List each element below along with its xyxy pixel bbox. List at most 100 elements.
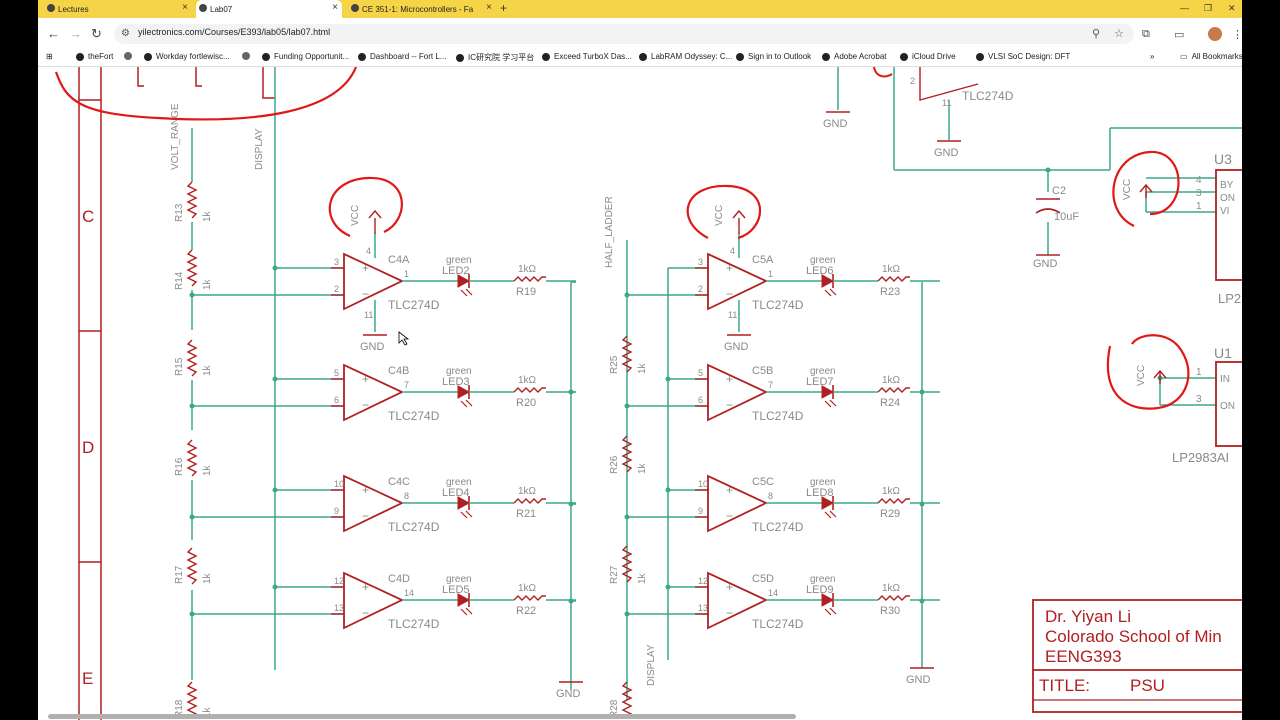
tab-lectures[interactable]: Lectures ×: [44, 0, 192, 18]
minus-sign: −: [726, 398, 733, 412]
resistor-value: 1kΩ: [882, 583, 901, 594]
forward-button[interactable]: →: [69, 26, 82, 41]
led-symbol: [457, 593, 471, 607]
back-button[interactable]: ←: [47, 26, 60, 41]
plus-sign: +: [726, 372, 733, 386]
annotation-circle: [1112, 150, 1180, 227]
bookmark-item[interactable]: theFort: [76, 52, 113, 61]
plus-sign: +: [362, 372, 369, 386]
resistor-symbol: [877, 276, 910, 282]
url-text[interactable]: yilectronics.com/Courses/E393/lab05/lab0…: [138, 27, 331, 37]
bookmark-item[interactable]: Adobe Acrobat: [822, 52, 886, 61]
resistor-label: R15: [174, 357, 185, 376]
reload-button[interactable]: ↻: [91, 26, 102, 41]
opamp-symbol: [343, 252, 405, 311]
bookmark-star-icon[interactable]: ☆: [1114, 28, 1124, 40]
regulator-u3: U3 4 3 1 BY ON VI LP2 VCC: [1112, 150, 1242, 306]
led-ray: [465, 607, 473, 615]
schematic-canvas[interactable]: C D E: [38, 67, 1242, 720]
led-color: green: [810, 255, 836, 266]
led-ray: [829, 510, 837, 518]
resistor-symbol: [513, 498, 546, 504]
maximize-button[interactable]: ❐: [1204, 3, 1213, 13]
media-icon[interactable]: ▭: [1174, 29, 1185, 41]
minimize-button[interactable]: —: [1180, 3, 1189, 13]
resistor-r15: [186, 339, 198, 377]
menu-icon[interactable]: ⋮: [1232, 29, 1242, 41]
all-bookmarks[interactable]: ▭All Bookmarks: [1180, 52, 1242, 61]
annotation-circle: [328, 176, 403, 238]
new-tab-button[interactable]: +: [500, 1, 508, 15]
resistor-value: 1k: [202, 364, 213, 376]
bookmark-item[interactable]: Funding Opportunit...: [262, 52, 349, 61]
resistor-r16: [186, 439, 198, 477]
led-label: LED9: [806, 584, 834, 596]
close-icon[interactable]: ×: [182, 2, 188, 13]
led-symbol: [821, 274, 835, 288]
svg-text:VCC: VCC: [1122, 179, 1133, 200]
opamp-part: TLC274D: [388, 617, 440, 631]
title-block-school: Colorado School of Min: [1045, 627, 1222, 646]
pin-number: 2: [698, 284, 703, 294]
bookmark-item[interactable]: [124, 52, 136, 60]
tab-lab07[interactable]: Lab07 ×: [196, 0, 342, 18]
resistor-value: 1kΩ: [518, 264, 537, 275]
minus-sign: −: [362, 606, 369, 620]
zone-label-e: E: [82, 669, 93, 688]
bookmark-item[interactable]: VLSI SoC Design: DFT: [976, 52, 1070, 61]
opamp-label: C5C: [752, 476, 774, 488]
plus-sign: +: [362, 483, 369, 497]
resistor-value: 1kΩ: [518, 583, 537, 594]
left-wires: [191, 67, 1242, 700]
extensions-icon[interactable]: ⧉: [1142, 28, 1150, 40]
annotation-curve: [54, 67, 358, 121]
minus-sign: −: [362, 398, 369, 412]
minus-sign: −: [726, 287, 733, 301]
address-bar[interactable]: ⚙ yilectronics.com/Courses/E393/lab05/la…: [114, 24, 1134, 44]
close-window-button[interactable]: ✕: [1228, 3, 1236, 13]
bookmark-item[interactable]: Exceed TurboX Das...: [542, 52, 632, 61]
browser-window: Lectures × Lab07 × CE 351-1: Microcontro…: [38, 0, 1242, 720]
chevron-right-icon[interactable]: »: [1150, 52, 1155, 61]
led-ray: [829, 288, 837, 296]
bookmark-item[interactable]: Sign in to Outlook: [736, 52, 811, 61]
led-label: LED6: [806, 265, 834, 277]
svg-text:IN: IN: [1220, 374, 1230, 385]
bookmark-item[interactable]: IC研究院 学习平台: [456, 52, 534, 63]
bookmark-item[interactable]: iCloud Drive: [900, 52, 956, 61]
tab-ce351[interactable]: CE 351-1: Microcontrollers - Fa ×: [348, 0, 496, 18]
led-ray: [829, 399, 837, 407]
tab-label: Lab07: [210, 4, 233, 14]
resistor-value: 1k: [202, 572, 213, 584]
horizontal-scrollbar[interactable]: [48, 714, 796, 719]
opamp-symbol: [707, 474, 769, 533]
pin-number: 1: [404, 269, 409, 279]
profile-avatar[interactable]: [1208, 27, 1222, 41]
opamp-label: C5A: [752, 254, 774, 266]
resistor-value: 1kΩ: [518, 375, 537, 386]
bookmark-item[interactable]: LabRAM Odyssey: C...: [639, 52, 732, 61]
resistor-label: R13: [174, 203, 185, 222]
apps-icon[interactable]: ⊞: [46, 52, 53, 61]
site-info-icon[interactable]: ⚙: [121, 28, 130, 39]
zoom-icon[interactable]: ⚲: [1092, 28, 1101, 40]
svg-text:VCC: VCC: [1136, 365, 1147, 386]
svg-text:4: 4: [1196, 175, 1202, 186]
led-ray: [460, 608, 468, 616]
led-color: green: [446, 255, 472, 266]
led-color: green: [446, 477, 472, 488]
pin-number: 14: [768, 588, 778, 598]
svg-text:10uF: 10uF: [1054, 211, 1079, 223]
close-icon[interactable]: ×: [332, 2, 338, 13]
bookmark-item[interactable]: Dashboard -- Fort L...: [358, 52, 446, 61]
pin-number: 7: [768, 380, 773, 390]
close-icon[interactable]: ×: [486, 2, 492, 13]
resistor-symbol: [877, 498, 910, 504]
bookmark-item[interactable]: Workday fortlewisc...: [144, 52, 230, 61]
bookmark-item[interactable]: [242, 52, 254, 60]
led-color: green: [446, 574, 472, 585]
